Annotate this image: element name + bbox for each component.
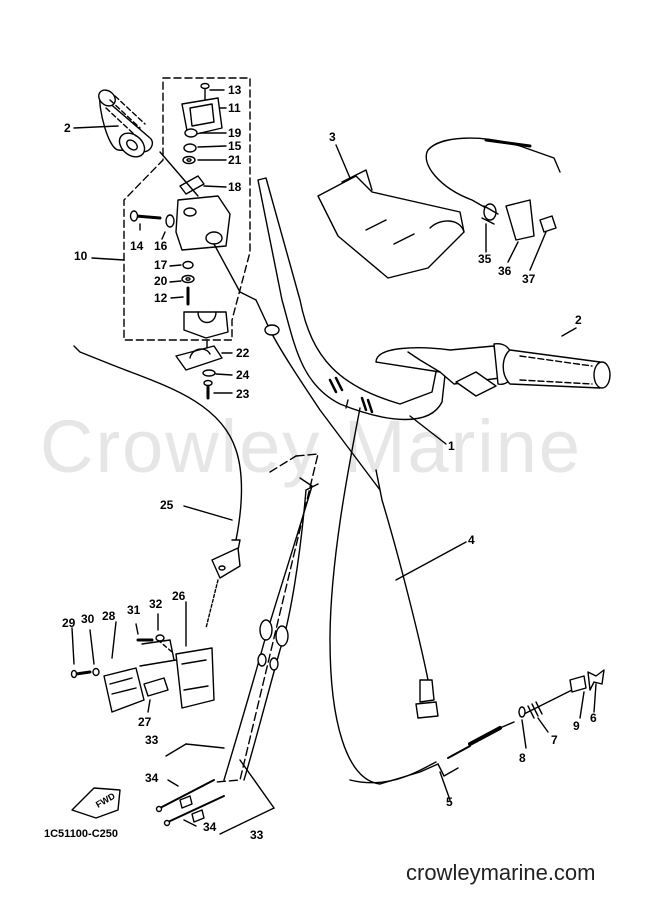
callout-19: 19 xyxy=(228,126,242,140)
callout-34-bottom: 34 xyxy=(203,820,217,834)
callout-30: 30 xyxy=(81,612,95,626)
callout-1: 1 xyxy=(448,439,455,453)
callout-2-right: 2 xyxy=(575,313,582,327)
cable-pair-box xyxy=(165,453,319,835)
left-grip xyxy=(73,89,154,158)
cable-end-fittings xyxy=(155,779,225,827)
callout-5: 5 xyxy=(446,795,453,809)
throttle-cable-parts xyxy=(349,669,605,801)
callout-4: 4 xyxy=(468,533,475,547)
callout-13: 13 xyxy=(228,83,242,97)
callout-18: 18 xyxy=(228,180,242,194)
callout-17: 17 xyxy=(154,258,168,272)
callout-2-left: 2 xyxy=(64,121,71,135)
left-cable xyxy=(73,345,243,629)
callout-9: 9 xyxy=(573,719,580,733)
callout-23: 23 xyxy=(236,387,250,401)
callout-35: 35 xyxy=(478,252,492,266)
callout-32: 32 xyxy=(149,597,163,611)
callout-8: 8 xyxy=(519,751,526,765)
callout-7: 7 xyxy=(551,733,558,747)
bracket-parts xyxy=(70,601,215,713)
site-url: crowleymarine.com xyxy=(406,860,596,885)
callout-14: 14 xyxy=(130,239,144,253)
callout-6: 6 xyxy=(590,711,597,725)
switch-cable xyxy=(255,299,381,491)
callout-26: 26 xyxy=(172,589,186,603)
watermark: Crowley Marine xyxy=(40,405,583,488)
callout-21: 21 xyxy=(228,153,242,167)
callout-12: 12 xyxy=(154,291,168,305)
callout-10: 10 xyxy=(74,249,88,263)
switch-assembly-box xyxy=(91,77,251,341)
callout-15: 15 xyxy=(228,139,242,153)
callout-37: 37 xyxy=(522,272,536,286)
callout-16: 16 xyxy=(154,239,168,253)
drawing-code: 1C51100-C250 xyxy=(44,828,119,840)
callout-34-top: 34 xyxy=(145,771,159,785)
callout-28: 28 xyxy=(102,609,116,623)
main-cable xyxy=(329,399,467,785)
fwd-arrow: FWD xyxy=(71,787,121,819)
callout-33-bottom: 33 xyxy=(250,828,264,842)
callout-31: 31 xyxy=(127,603,141,617)
callout-24: 24 xyxy=(236,368,250,382)
handlebar-clamp-parts xyxy=(175,339,233,400)
callout-22: 22 xyxy=(236,346,250,360)
switch-parts xyxy=(129,82,257,339)
callout-29: 29 xyxy=(62,616,76,630)
handlebar-pad xyxy=(317,144,465,279)
callout-33-top: 33 xyxy=(145,733,159,747)
handlebar xyxy=(257,177,447,445)
callout-36: 36 xyxy=(498,264,512,278)
callout-11: 11 xyxy=(228,101,241,115)
callout-25: 25 xyxy=(160,498,174,512)
callout-3: 3 xyxy=(329,130,336,144)
right-grip-assembly xyxy=(375,327,611,397)
callout-27: 27 xyxy=(138,715,152,729)
choke-cable-parts xyxy=(425,137,561,271)
callout-20: 20 xyxy=(154,274,168,288)
